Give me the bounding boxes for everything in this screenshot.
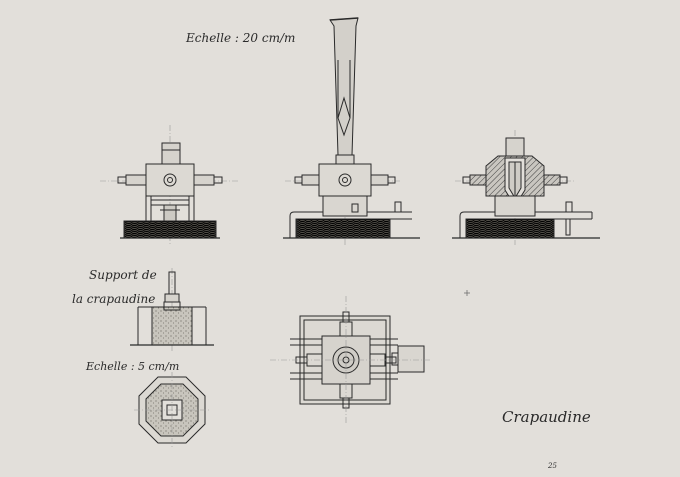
support-plan-view <box>134 372 210 448</box>
scale-label-main: Echelle : 20 cm/m <box>186 31 296 45</box>
side-elevation-view <box>283 17 420 245</box>
support-elevation-view <box>130 268 214 352</box>
section-view <box>452 130 600 245</box>
support-heading-line2: la crapaudine <box>72 292 156 306</box>
support-heading-line1: Support de <box>89 268 157 282</box>
register-mark <box>464 290 470 296</box>
scale-label-support: Echelle : 5 cm/m <box>86 360 180 373</box>
front-elevation-view <box>100 125 240 245</box>
plan-view <box>270 296 430 424</box>
sheet-number: 25 <box>548 462 557 470</box>
drawing-title: Crapaudine <box>502 408 591 426</box>
